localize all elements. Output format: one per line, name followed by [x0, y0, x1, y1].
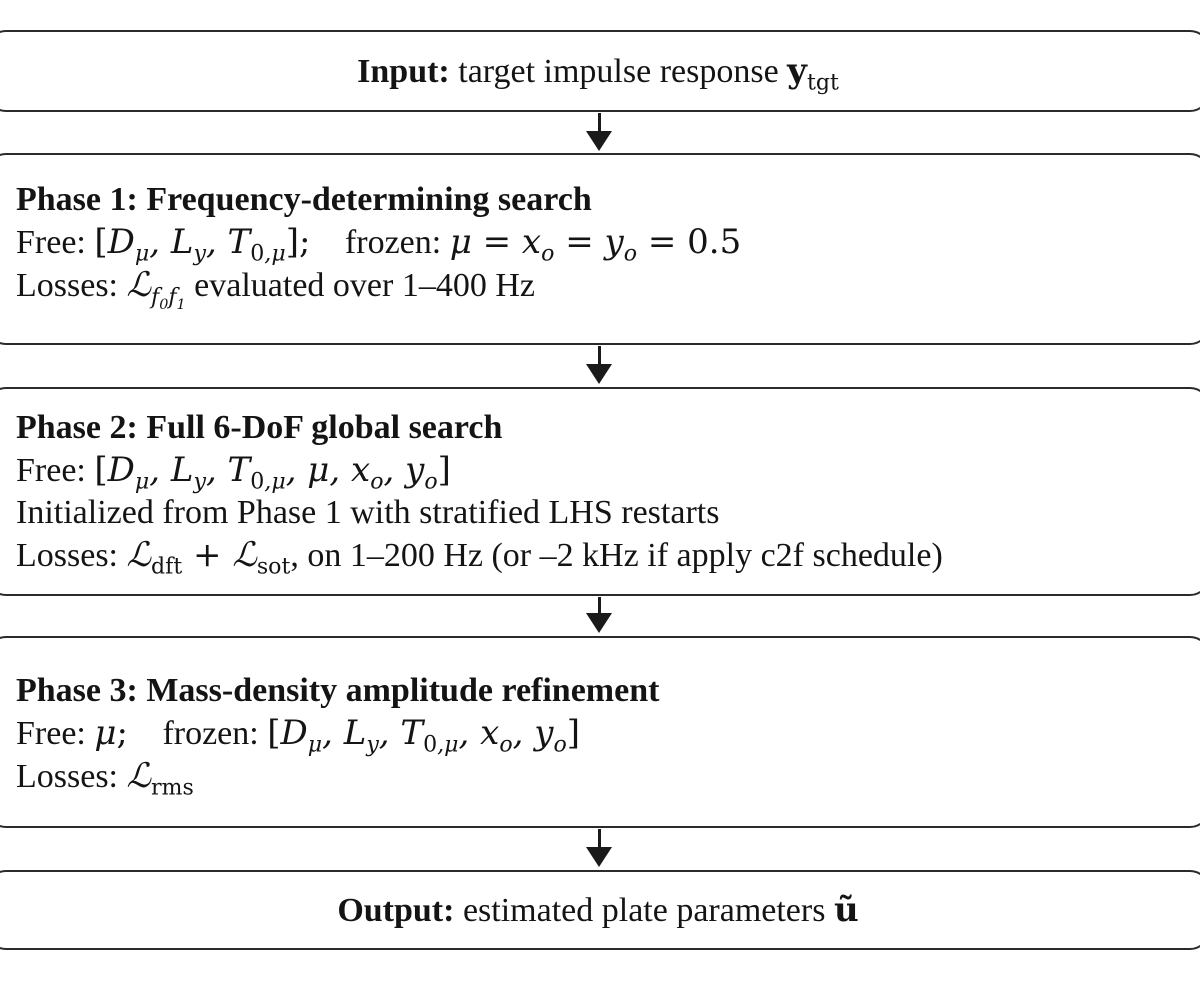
input-symbol-sub: tgt: [806, 69, 839, 96]
input-label: Input:: [357, 52, 450, 90]
phase3-free-label: Free:: [16, 715, 86, 752]
phase3-free-math: μ;: [94, 713, 128, 753]
phase3-free-line: Free: μ; frozen: [Dμ, Ly, T0,μ, xo, yo]: [16, 712, 1200, 758]
phase1-losses-line: Losses: ℒf0f1 evaluated over 1–400 Hz: [16, 264, 1200, 313]
phase2-free-label: Free:: [16, 452, 86, 489]
flow-arrow-1: [586, 113, 614, 151]
phase1-losses-tail: evaluated over 1–400 Hz: [194, 267, 535, 304]
phase2-title: Phase 2: Full 6-DoF global search: [16, 409, 503, 446]
output-text: estimated plate parameters: [462, 891, 826, 929]
phase1-free-label: Free:: [16, 224, 86, 261]
phase1-losses-label: Losses:: [16, 267, 118, 304]
phase3-losses-line: Losses: ℒrms: [16, 755, 1200, 801]
phase3-frozen-label: frozen:: [162, 715, 259, 752]
phase3-losses-label: Losses:: [16, 758, 118, 795]
output-line: Output: estimated plate parameters ũ: [337, 890, 858, 931]
phase1-free-math: [Dμ, Ly, T0,μ];: [94, 222, 311, 267]
input-box: Input: target impulse response ytgt: [0, 30, 1200, 112]
phase1-frozen-label: frozen:: [344, 224, 442, 261]
flow-arrow-2: [586, 346, 614, 386]
input-line: Input: target impulse response ytgt: [357, 50, 839, 96]
phase2-loss-symbols: ℒdft + ℒsot: [126, 535, 291, 580]
phase3-frozen-math: [Dμ, Ly, T0,μ, xo, yo]: [267, 713, 581, 758]
phase2-losses-line: Losses: ℒdft + ℒsot, on 1–200 Hz (or –2 …: [16, 534, 1200, 580]
phase2-box: Phase 2: Full 6-DoF global search Free: …: [0, 387, 1200, 596]
phase2-losses-label: Losses:: [16, 537, 118, 574]
output-symbol: ũ: [833, 889, 859, 930]
output-label: Output:: [337, 891, 455, 929]
phase2-free-math: [Dμ, Ly, T0,μ, μ, xo, yo]: [94, 450, 451, 495]
flow-arrow-3: [586, 597, 614, 635]
phase3-box: Phase 3: Mass-density amplitude refineme…: [0, 636, 1200, 828]
input-symbol: y: [787, 50, 807, 91]
output-box: Output: estimated plate parameters ũ: [0, 870, 1200, 950]
phase2-losses-tail: , on 1–200 Hz (or –2 kHz if apply c2f sc…: [290, 537, 943, 574]
input-text: target impulse response: [458, 52, 779, 90]
phase1-title: Phase 1: Frequency-determining search: [16, 181, 592, 218]
phase1-frozen-math: μ = xo = yo = 0.5: [449, 222, 742, 267]
phase1-box: Phase 1: Frequency-determining search Fr…: [0, 153, 1200, 345]
phase1-free-line: Free: [Dμ, Ly, T0,μ]; frozen: μ = xo = y…: [16, 221, 1200, 267]
flow-arrow-4: [586, 829, 614, 869]
phase2-init-line: Initialized from Phase 1 with stratified…: [16, 494, 720, 531]
phase1-loss-symbol: ℒf0f1: [126, 265, 186, 313]
phase3-title: Phase 3: Mass-density amplitude refineme…: [16, 672, 660, 709]
phase3-loss-symbol: ℒrms: [126, 756, 194, 801]
phase2-free-line: Free: [Dμ, Ly, T0,μ, μ, xo, yo]: [16, 449, 1200, 495]
